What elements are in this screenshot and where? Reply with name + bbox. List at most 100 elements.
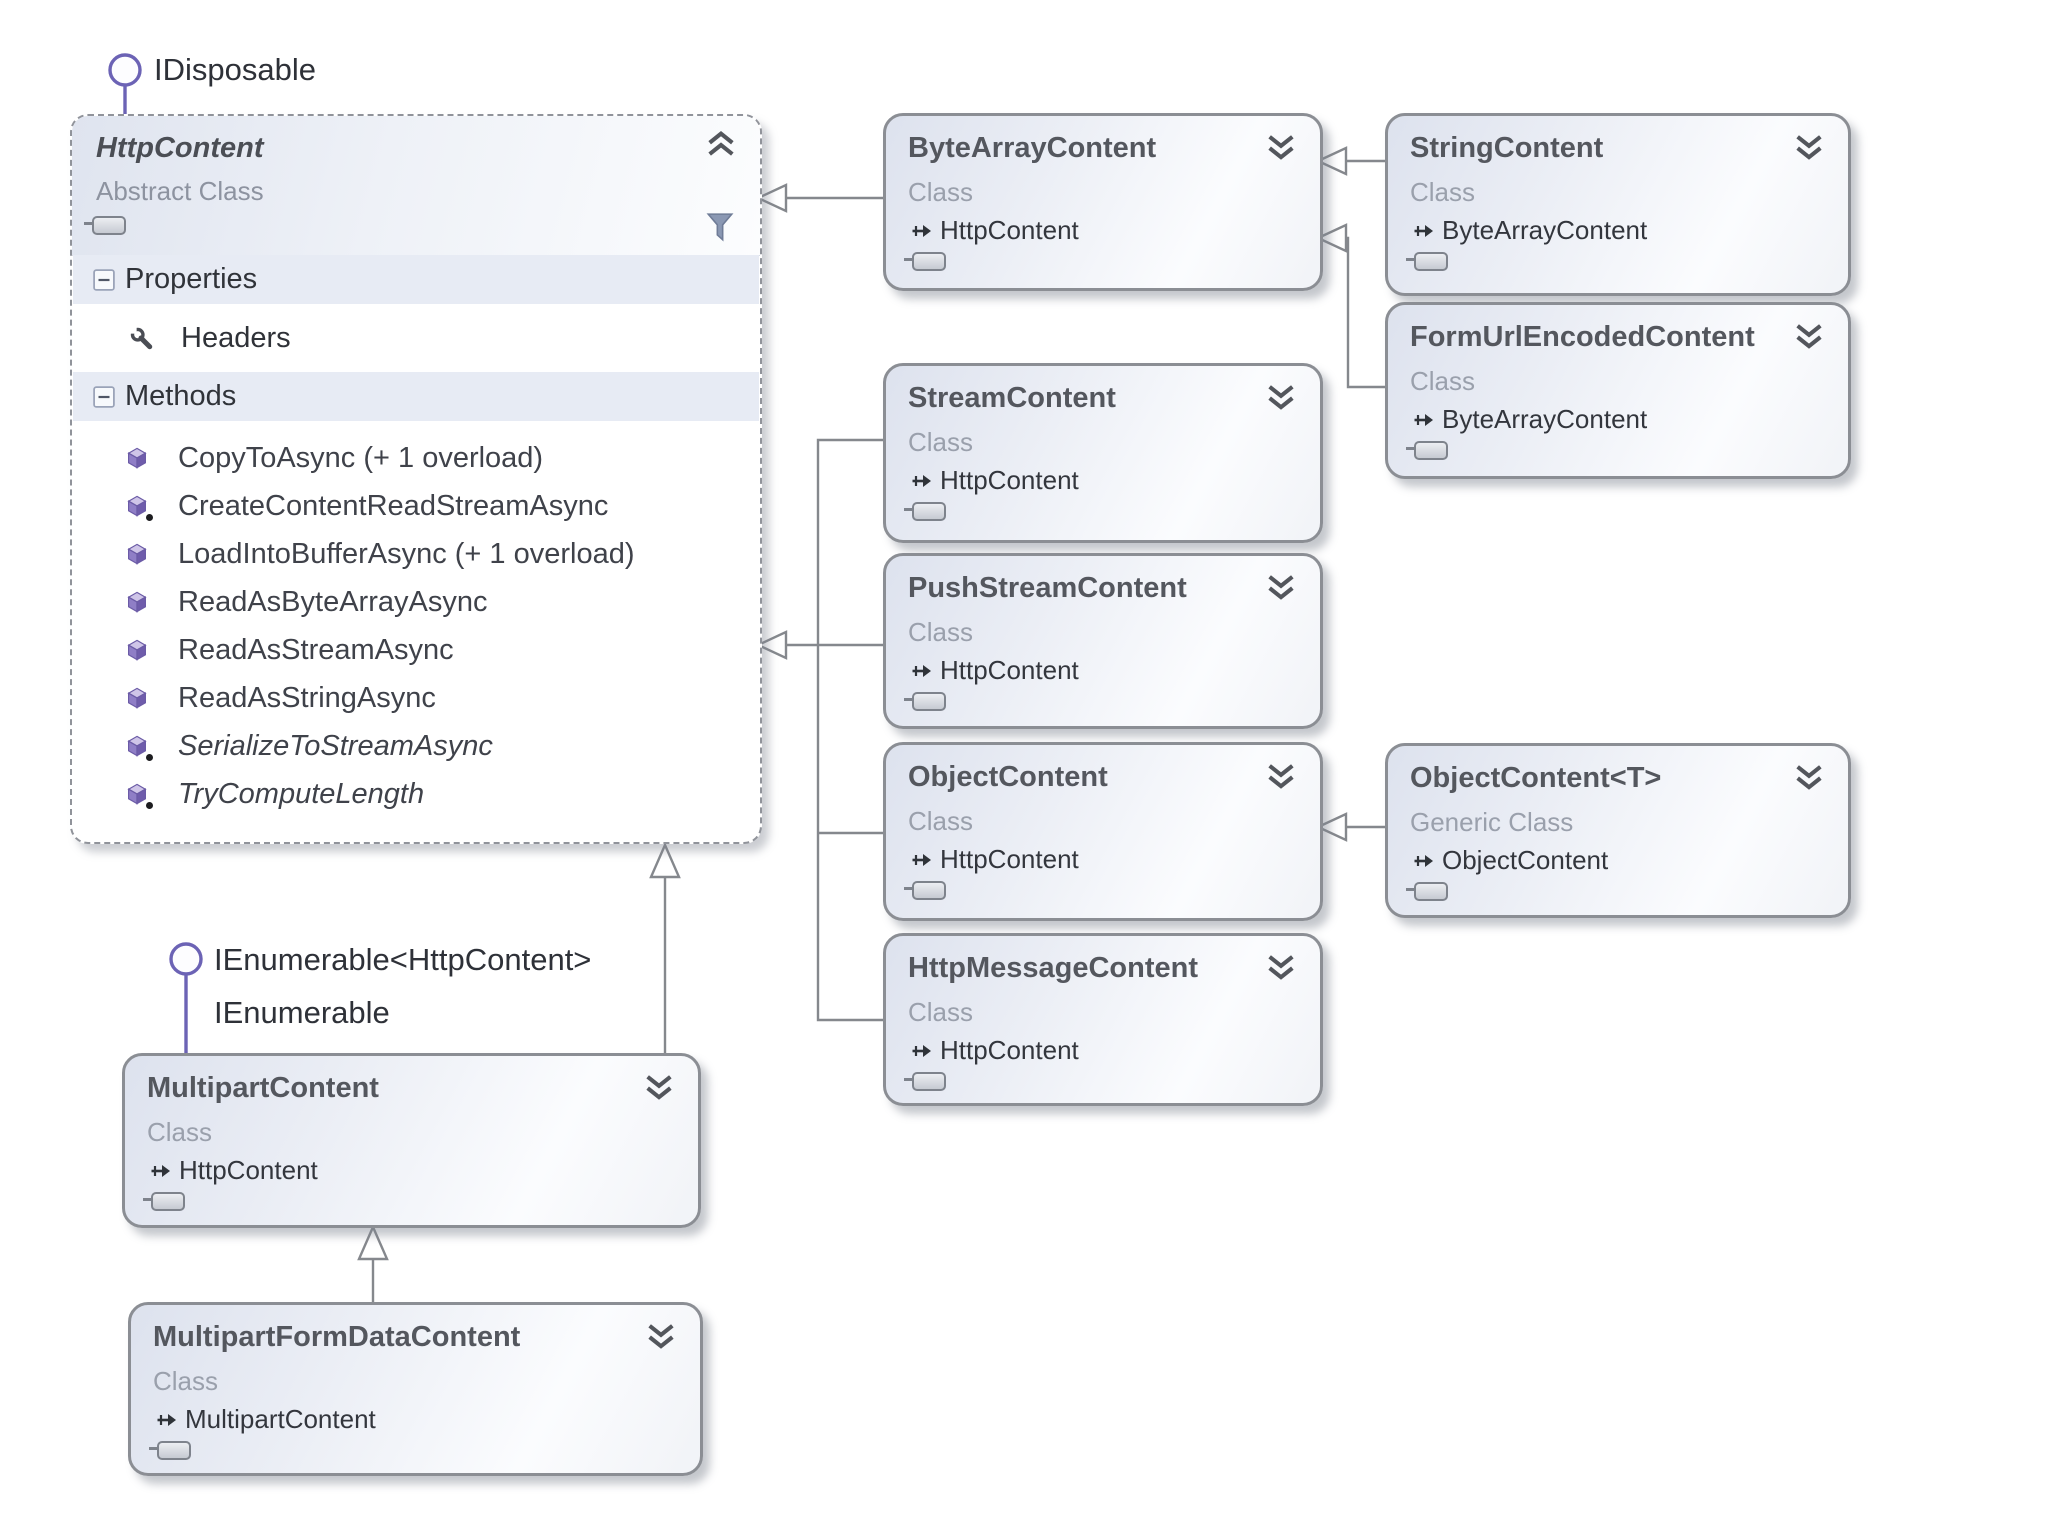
expand-chevron-down-icon[interactable]: [642, 1072, 676, 1102]
expand-chevron-down-icon[interactable]: [1264, 382, 1298, 412]
collapse-minus-icon[interactable]: [93, 268, 115, 291]
method-cube-protected-icon: [125, 494, 153, 521]
method-row[interactable]: LoadIntoBufferAsync (+ 1 overload): [73, 530, 759, 578]
property-wrench-icon: [129, 326, 153, 350]
collapse-minus-icon[interactable]: [93, 385, 115, 408]
class-box-httpcontent[interactable]: HttpContent Abstract Class Properties: [70, 114, 762, 844]
collapsed-members-icon: [84, 216, 126, 235]
base-class-arrow-icon: [912, 224, 931, 237]
class-box-multipartcontent[interactable]: MultipartContent Class HttpContent: [122, 1053, 701, 1228]
class-box-streamcontent[interactable]: StreamContent Class HttpContent: [883, 363, 1323, 543]
httpcontent-header: HttpContent Abstract Class: [72, 116, 760, 256]
expand-chevron-down-icon[interactable]: [1264, 952, 1298, 982]
base-class-name: HttpContent: [940, 655, 1079, 685]
base-class-row: HttpContent: [910, 465, 1079, 496]
class-title: StringContent: [1410, 132, 1604, 164]
base-class-name: MultipartContent: [185, 1404, 376, 1434]
class-title: StreamContent: [908, 382, 1116, 414]
method-cube-icon: [125, 542, 149, 566]
base-class-name: HttpContent: [940, 215, 1079, 245]
methods-section-header[interactable]: Methods: [73, 372, 759, 421]
base-class-row: ByteArrayContent: [1412, 215, 1647, 246]
class-kind: Abstract Class: [96, 176, 264, 206]
base-class-arrow-icon: [912, 1044, 931, 1057]
collapsed-members-icon: [149, 1441, 191, 1460]
class-box-objectcontent[interactable]: ObjectContent Class HttpContent: [883, 742, 1323, 921]
class-kind: Class: [1410, 366, 1476, 396]
class-box-pushstreamcontent[interactable]: PushStreamContent Class HttpContent: [883, 553, 1323, 729]
ienumerable-generic-label: IEnumerable<HttpContent>: [214, 942, 592, 977]
idisposable-lollipop-icon: [108, 53, 142, 114]
class-box-formurlencodedcontent[interactable]: FormUrlEncodedContent Class ByteArrayCon…: [1385, 302, 1851, 479]
base-class-row: HttpContent: [910, 655, 1079, 686]
class-title: FormUrlEncodedContent: [1410, 321, 1755, 353]
base-class-name: HttpContent: [179, 1155, 318, 1185]
collapse-chevron-up-icon[interactable]: [704, 130, 738, 160]
filter-icon[interactable]: [706, 212, 734, 244]
inheritance-formurl-bytearray: [1315, 223, 1385, 389]
inheritance-string-bytearray: [1315, 146, 1385, 176]
class-box-multipartformdatacontent[interactable]: MultipartFormDataContent Class Multipart…: [128, 1302, 703, 1476]
method-row[interactable]: SerializeToStreamAsync: [73, 722, 759, 770]
method-cube-protected-icon: [125, 782, 153, 809]
class-box-stringcontent[interactable]: StringContent Class ByteArrayContent: [1385, 113, 1851, 296]
base-class-name: HttpContent: [940, 465, 1079, 495]
base-class-arrow-icon: [912, 664, 931, 677]
methods-section-label: Methods: [125, 380, 237, 412]
expand-chevron-down-icon[interactable]: [1792, 321, 1826, 351]
class-box-httpmessagecontent[interactable]: HttpMessageContent Class HttpContent: [883, 933, 1323, 1106]
class-title: HttpContent: [96, 132, 264, 164]
method-row[interactable]: TryComputeLength: [73, 770, 759, 818]
property-name: Headers: [181, 321, 291, 354]
class-kind: Class: [1410, 177, 1476, 207]
property-row-headers[interactable]: Headers: [73, 304, 759, 372]
method-row[interactable]: ReadAsByteArrayAsync: [73, 578, 759, 626]
collapsed-members-icon: [904, 252, 946, 271]
collapsed-members-icon: [1406, 882, 1448, 901]
class-box-bytearraycontent[interactable]: ByteArrayContent Class HttpContent: [883, 113, 1323, 291]
method-name: CreateContentReadStreamAsync: [178, 489, 609, 522]
class-box-objectcontent-t[interactable]: ObjectContent<T> Generic Class ObjectCon…: [1385, 743, 1851, 918]
collapsed-members-icon: [904, 881, 946, 900]
class-kind: Generic Class: [1410, 807, 1574, 837]
expand-chevron-down-icon[interactable]: [644, 1321, 678, 1351]
base-class-arrow-icon: [912, 474, 931, 487]
expand-chevron-down-icon[interactable]: [1792, 132, 1826, 162]
class-kind: Class: [153, 1366, 219, 1396]
base-class-row: MultipartContent: [155, 1404, 376, 1435]
class-kind: Class: [908, 617, 974, 647]
properties-section-header[interactable]: Properties: [73, 255, 759, 304]
base-class-name: ObjectContent: [1442, 845, 1609, 875]
method-row[interactable]: CopyToAsync (+ 1 overload): [73, 434, 759, 482]
method-cube-icon: [125, 686, 149, 710]
inheritance-trunk-httpcontent: [755, 438, 883, 1022]
base-class-row: HttpContent: [910, 1035, 1079, 1066]
collapsed-members-icon: [143, 1192, 185, 1211]
base-class-row: HttpContent: [910, 215, 1079, 246]
expand-chevron-down-icon[interactable]: [1792, 762, 1826, 792]
base-class-name: HttpContent: [940, 1035, 1079, 1065]
method-name: TryComputeLength: [178, 777, 425, 810]
class-kind: Class: [908, 997, 974, 1027]
collapsed-members-icon: [904, 692, 946, 711]
base-class-row: HttpContent: [149, 1155, 318, 1186]
collapsed-members-icon: [904, 1072, 946, 1091]
base-class-arrow-icon: [151, 1164, 170, 1177]
expand-chevron-down-icon[interactable]: [1264, 132, 1298, 162]
collapsed-members-icon: [904, 502, 946, 521]
inheritance-objectt-object: [1315, 812, 1385, 842]
collapsed-members-icon: [1406, 441, 1448, 460]
method-row[interactable]: ReadAsStringAsync: [73, 674, 759, 722]
method-row[interactable]: CreateContentReadStreamAsync: [73, 482, 759, 530]
base-class-arrow-icon: [1414, 854, 1433, 867]
method-row[interactable]: ReadAsStreamAsync: [73, 626, 759, 674]
expand-chevron-down-icon[interactable]: [1264, 572, 1298, 602]
base-class-arrow-icon: [912, 853, 931, 866]
method-name: ReadAsByteArrayAsync: [178, 585, 488, 618]
expand-chevron-down-icon[interactable]: [1264, 761, 1298, 791]
class-kind: Class: [147, 1117, 213, 1147]
properties-section-label: Properties: [125, 263, 258, 295]
base-class-name: ByteArrayContent: [1442, 215, 1648, 245]
class-title: ObjectContent: [908, 761, 1108, 793]
